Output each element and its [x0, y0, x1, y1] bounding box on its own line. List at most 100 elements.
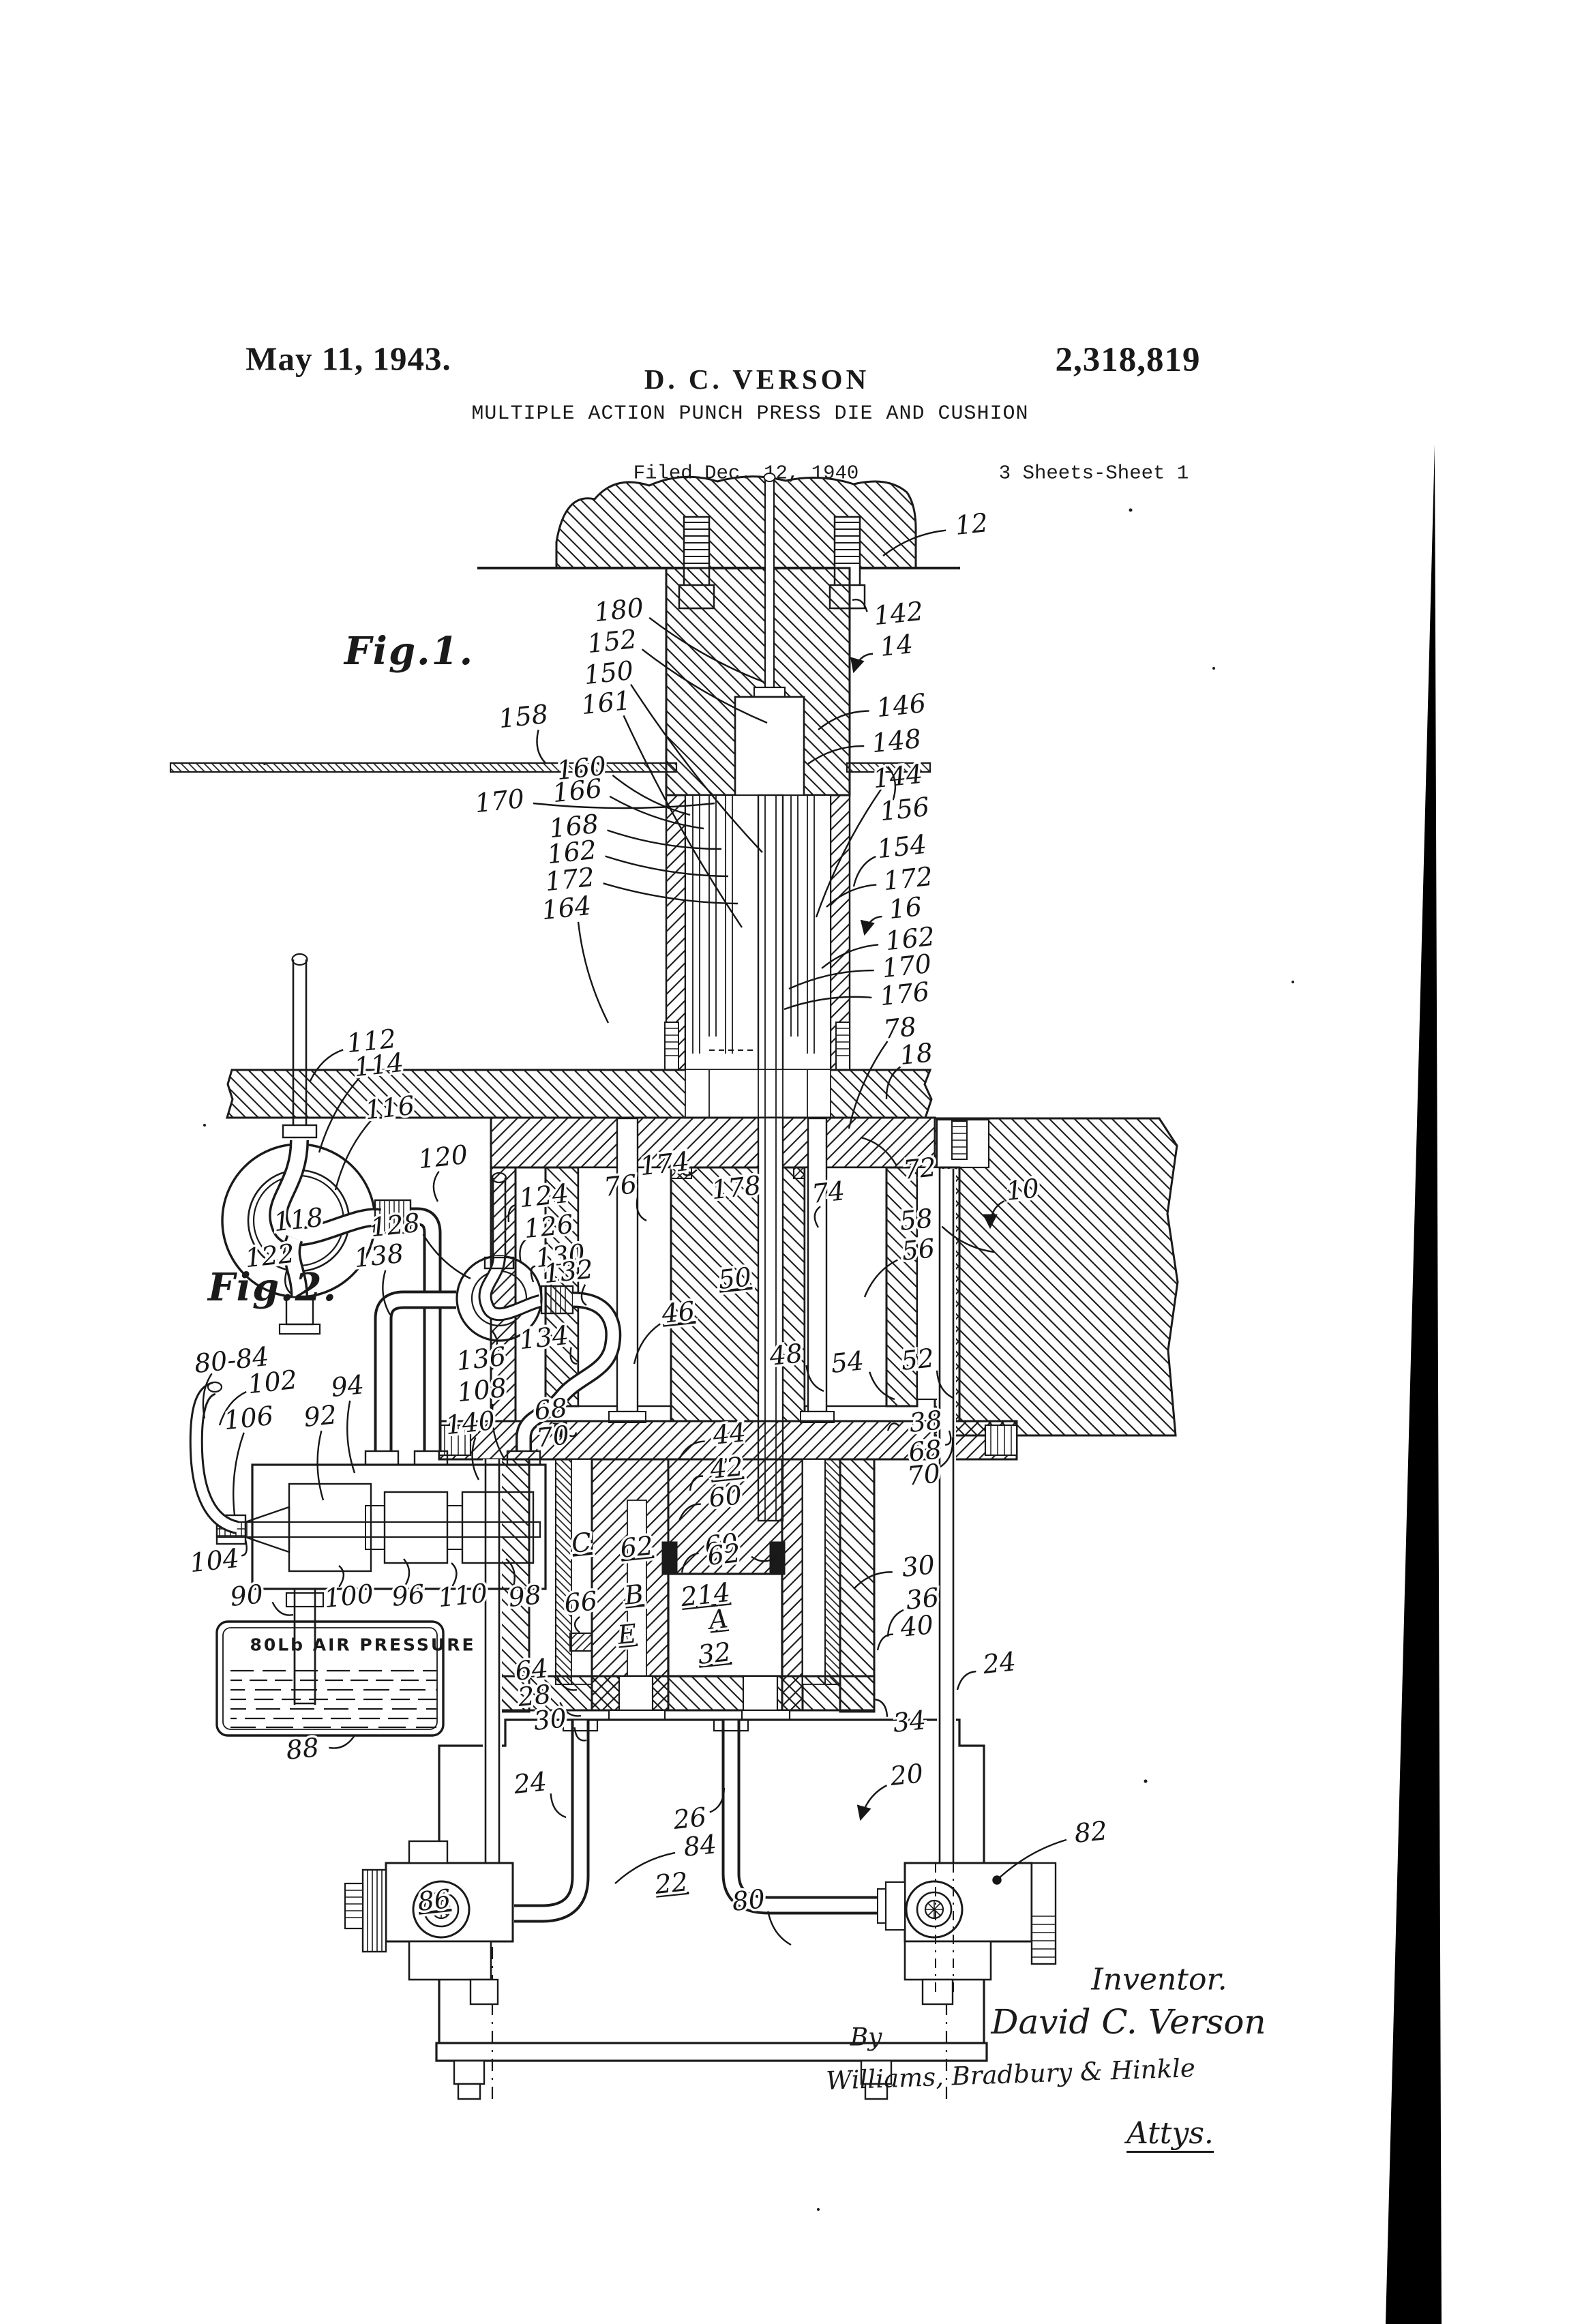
ref-label-146: 146	[875, 688, 927, 723]
leader-line-162	[605, 855, 729, 878]
leader-line-56	[863, 1259, 898, 1298]
ref-label-54: 54	[829, 1345, 865, 1379]
ref-label-34: 34	[891, 1705, 927, 1738]
ref-label-38: 38	[908, 1405, 944, 1438]
scan-artifact-wedge	[1386, 445, 1442, 2324]
ref-label-128: 128	[369, 1208, 421, 1242]
leader-line-46	[633, 1323, 661, 1365]
leader-line-60	[681, 1552, 699, 1573]
leader-line-166	[609, 795, 704, 830]
ref-label-161: 161	[580, 685, 632, 720]
ref-label-56: 56	[900, 1233, 936, 1266]
leader-line-72	[860, 1136, 897, 1165]
fig2-caption: Fig.2.	[207, 1265, 338, 1310]
leader-line-128	[422, 1234, 471, 1280]
leader-line-136	[492, 1330, 498, 1351]
leader-line-54	[869, 1371, 895, 1401]
leader-line-24	[550, 1793, 567, 1819]
leader-line-66	[573, 1616, 580, 1633]
leader-line-76	[636, 1197, 647, 1222]
ref-label-48: 48	[767, 1338, 804, 1371]
ref-label-138: 138	[353, 1238, 405, 1273]
die-cushion-housing	[490, 1116, 961, 1522]
patent-number: 2,318,819	[1055, 341, 1201, 379]
leader-line-60	[678, 1503, 701, 1521]
ref-label-44: 44	[711, 1417, 747, 1450]
ref-label-60: 60	[703, 1528, 739, 1561]
ref-label-30: 30	[900, 1549, 936, 1583]
ref-label-152: 152	[586, 624, 638, 659]
leader-line-174	[681, 1169, 698, 1176]
ref-label-40: 40	[898, 1609, 935, 1643]
ref-label-24: 24	[981, 1646, 1017, 1680]
leader-line-62	[751, 1555, 778, 1562]
leader-line-94	[346, 1400, 356, 1474]
leader-line-84	[614, 1851, 676, 1884]
ref-label-148: 148	[870, 724, 923, 758]
ref-label-120: 120	[417, 1139, 469, 1174]
ref-label-136: 136	[455, 1341, 507, 1376]
leader-line-106	[233, 1432, 245, 1516]
ref-label-64: 64	[513, 1653, 550, 1686]
leader-line-180	[648, 616, 764, 683]
ref-label-100: 100	[323, 1579, 375, 1613]
stripper-plate	[169, 762, 931, 773]
press-bed	[225, 1069, 933, 1119]
ref-label-24: 24	[511, 1766, 548, 1800]
leader-line-154	[852, 855, 876, 887]
leader-line-74	[814, 1206, 821, 1228]
leader-line-10	[983, 1200, 1005, 1230]
ref-label-E: E	[616, 1618, 638, 1650]
eccentric-rods	[483, 1169, 956, 2099]
ref-label-114: 114	[353, 1047, 405, 1082]
ref-label-124: 124	[518, 1178, 570, 1213]
air-pipes	[514, 1718, 886, 1923]
ref-label-118: 118	[272, 1202, 325, 1237]
leader-line-146	[818, 710, 869, 730]
fig2-piping	[189, 953, 622, 1737]
air-valve-right	[877, 1862, 1057, 2006]
ref-label-42: 42	[708, 1451, 745, 1485]
ref-label-110: 110	[436, 1578, 489, 1613]
leader-line-78	[848, 1041, 889, 1129]
ref-label-16: 16	[887, 891, 923, 925]
leader-line-122	[284, 1268, 293, 1295]
leader-line-24	[956, 1670, 976, 1690]
ref-label-30: 30	[532, 1703, 568, 1736]
leader-line-120	[432, 1171, 440, 1202]
ref-label-62: 62	[618, 1530, 655, 1564]
leader-line-130	[530, 1265, 536, 1283]
leader-line-114	[318, 1076, 361, 1153]
leader-line-102	[218, 1390, 247, 1426]
leader-line-138	[382, 1270, 391, 1315]
leader-line-110	[451, 1562, 458, 1587]
ref-label-C: C	[570, 1527, 593, 1559]
leader-line-18	[885, 1065, 901, 1100]
leader-line-30	[573, 1727, 587, 1742]
leader-line-12	[882, 529, 946, 556]
leader-line-80	[767, 1911, 792, 1946]
leader-line-170	[788, 969, 874, 990]
leader-line-80-84	[202, 1373, 213, 1419]
ref-label-160: 160	[555, 751, 608, 786]
ref-label-70: 70	[906, 1458, 942, 1491]
ref-label-26: 26	[671, 1802, 708, 1835]
ref-label-156: 156	[878, 792, 931, 826]
ref-label-14: 14	[878, 629, 914, 662]
leader-line-40	[876, 1633, 894, 1651]
ref-label-80: 80	[730, 1883, 766, 1917]
leader-line-58	[941, 1225, 995, 1253]
leader-line-164	[577, 921, 610, 1024]
leader-line-158	[536, 729, 546, 764]
leader-line-88	[329, 1735, 355, 1749]
leader-line-26	[709, 1787, 726, 1813]
leader-line-48	[805, 1365, 824, 1392]
leader-line-82	[992, 1838, 1067, 1885]
ref-label-90: 90	[228, 1579, 265, 1612]
leader-line-176	[783, 996, 872, 1011]
ref-label-50: 50	[717, 1262, 753, 1295]
signature-by: By	[850, 2023, 882, 2052]
ref-label-96: 96	[390, 1579, 426, 1612]
leader-line-152	[641, 649, 768, 724]
leader-line-28	[559, 1701, 582, 1717]
